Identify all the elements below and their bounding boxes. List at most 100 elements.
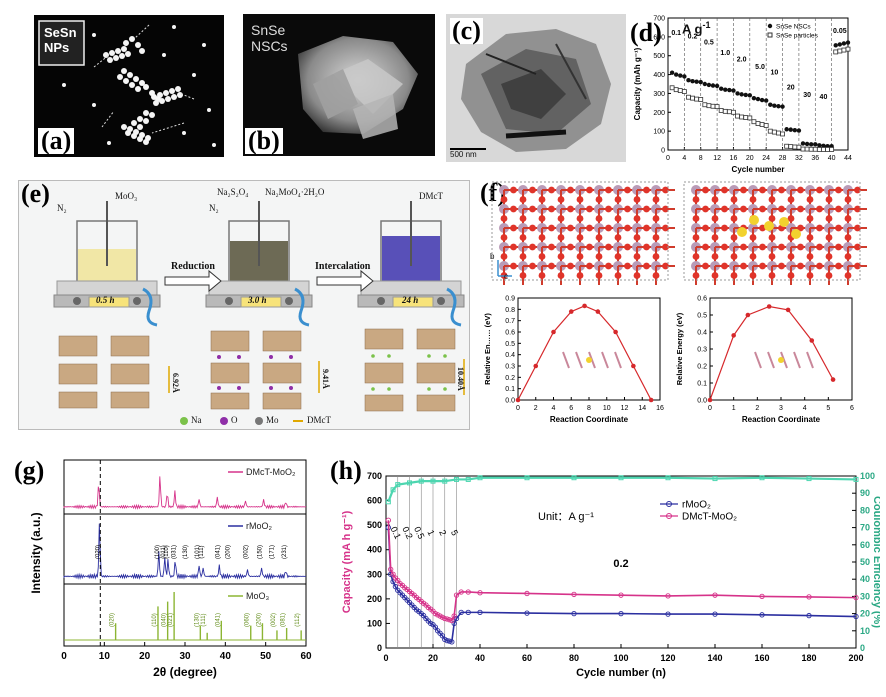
process-arrows <box>164 269 374 293</box>
y-tick-label: 0.4 <box>697 330 707 337</box>
data-point-1 <box>759 122 765 127</box>
o-atom <box>652 196 660 203</box>
o-atom <box>557 272 565 279</box>
peak-label-moo3: (200) <box>256 613 262 627</box>
panel-e-label: (e) <box>21 179 50 208</box>
o-atom <box>806 215 814 222</box>
o-atom <box>844 253 852 260</box>
ce-point <box>395 482 401 488</box>
o-atom <box>643 243 650 251</box>
x-tick-label: 2 <box>534 405 538 412</box>
o-atom <box>624 243 631 251</box>
data-point-0 <box>743 92 748 98</box>
y-tick-label: 500 <box>367 520 382 530</box>
rate-label: 20 <box>787 85 795 92</box>
o-atom <box>844 215 852 222</box>
o-atom <box>548 186 555 194</box>
data-point-1 <box>686 94 691 100</box>
o-atom <box>711 234 719 241</box>
panel-d-unit: A g-1 <box>682 20 710 36</box>
y-right-tick-label: 70 <box>860 523 870 533</box>
legend-label-1: DMcT-MoO₂ <box>682 512 737 523</box>
data-point-0 <box>669 70 675 75</box>
o-atom <box>586 243 593 251</box>
o-atom <box>643 186 650 194</box>
x-axis-title: Cycle number (n) <box>576 667 666 679</box>
o-atom <box>825 196 833 203</box>
x-tick-label: 20 <box>139 651 151 662</box>
n2-label-1: N₂ <box>57 203 67 213</box>
o-atom <box>605 205 612 213</box>
x-tick-label: 140 <box>707 653 722 663</box>
x-tick-label: 32 <box>795 155 803 162</box>
o-atom <box>835 205 842 213</box>
time-label-1: 0.5 h <box>96 295 115 305</box>
energy-point <box>568 309 574 314</box>
x-tick-label: 0 <box>666 155 670 162</box>
data-point-0 <box>759 97 765 103</box>
x-tick-label: 40 <box>828 155 836 162</box>
panel-a-tag: SeSn NPs <box>44 25 77 55</box>
data-point-1 <box>776 130 781 136</box>
data-point-0 <box>686 78 691 83</box>
o-atom <box>778 186 785 194</box>
crystal-structures <box>58 328 465 412</box>
reagent-na2moo4: Na₂MoO₄·2H₂O <box>265 187 325 197</box>
data-point-1 <box>845 46 851 52</box>
inset-dmct <box>778 357 784 363</box>
y-tick-label: 0.9 <box>505 296 515 303</box>
panel-a-tag-line1: SeSn <box>44 25 77 40</box>
o-atom <box>854 186 861 194</box>
dmct-atom <box>749 215 759 225</box>
peak-label-r: (101) <box>195 545 201 559</box>
o-atom <box>557 196 565 203</box>
x-tick-label: 12 <box>713 155 721 162</box>
data-point-1 <box>833 49 839 55</box>
o-atom <box>854 243 861 251</box>
data-point-0 <box>763 98 769 103</box>
axis-b-label: b <box>490 252 495 261</box>
inset-layer <box>614 351 622 369</box>
energy-point <box>613 329 618 335</box>
peak-label-moo3: (110) <box>152 613 158 627</box>
data-point-0 <box>796 128 802 133</box>
capacity-point-0 <box>392 583 399 590</box>
x-axis-title: Reaction Coordinate <box>742 415 821 424</box>
panel-e: (e) <box>18 180 470 430</box>
energy-point <box>830 377 836 382</box>
panel-d-unit-sup: -1 <box>702 20 711 30</box>
ce-point <box>454 476 459 482</box>
data-point-0 <box>751 95 757 101</box>
o-atom <box>711 215 719 222</box>
dmct-atom <box>791 229 801 239</box>
o-atom <box>692 272 700 279</box>
rate-label: 0.05 <box>833 28 847 35</box>
panel-a-tag-line2: NPs <box>44 40 70 55</box>
legend-label-1: SnSe particles <box>776 33 819 40</box>
o-atom <box>692 234 700 241</box>
o-atom <box>702 186 709 194</box>
legend-mo: Mo <box>266 415 279 425</box>
legend-marker-1 <box>666 513 672 519</box>
o-atom <box>749 234 757 241</box>
energy-point <box>707 397 713 403</box>
o-atom <box>797 224 804 232</box>
o-atom <box>595 253 603 260</box>
o-atom <box>643 262 650 270</box>
peak-label-r: (150) <box>258 545 264 559</box>
o-atom <box>548 262 555 270</box>
data-point-0 <box>694 79 699 84</box>
data-point-1 <box>784 143 790 149</box>
o-atom <box>730 215 738 222</box>
o-atom <box>519 196 527 203</box>
rate-step-label: 0.5 <box>412 525 426 541</box>
x-tick-label: 0 <box>516 405 520 412</box>
data-point-1 <box>792 144 798 150</box>
data-point-0 <box>800 141 806 146</box>
o-atom <box>519 215 527 222</box>
data-point-0 <box>673 72 679 77</box>
y-tick-label: 0.3 <box>505 364 515 371</box>
o-atom <box>567 262 574 270</box>
peak-label-r: (031) <box>171 545 177 559</box>
y-tick-label: 400 <box>367 545 382 555</box>
